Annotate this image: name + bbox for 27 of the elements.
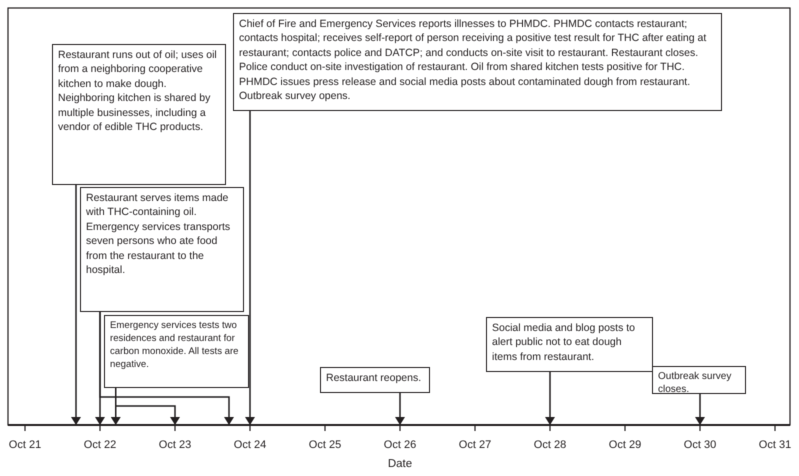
tick-label: Oct 29 bbox=[608, 439, 642, 451]
arrow bbox=[395, 393, 405, 425]
event-box: Chief of Fire and Emergency Services reports illnesses to PHMDC. PHMDC contacts restaurant; contacts hospital; receives self-report of person receiving a positive test result for THC after eating at restaurant; contacts police and DATCP; and conducts on-site visit to restaurant. Restaurant closes. Police conduct on-site investigation of restaurant. Oil from shared kitchen tests positive for THC. PHMDC issues press release and social media posts about contaminated dough from restaurant. Outbreak survey opens. bbox=[233, 13, 722, 111]
tick-label: Oct 25 bbox=[308, 439, 342, 451]
tick-label: Oct 28 bbox=[532, 439, 568, 451]
arrow bbox=[99, 312, 234, 425]
tick-label: Oct 21 bbox=[8, 439, 42, 451]
event-box: Restaurant serves items made with THC-containing oil. Emergency services transports seven persons who ate food from the restaurant to the hospital. bbox=[80, 187, 244, 312]
tick-label: Oct 26 bbox=[382, 439, 418, 451]
arrow bbox=[695, 394, 705, 425]
arrow bbox=[545, 372, 555, 425]
event-box: Outbreak survey closes. bbox=[652, 366, 746, 394]
axis-title: Date bbox=[386, 458, 414, 470]
arrow bbox=[245, 111, 255, 425]
event-box: Restaurant reopens. bbox=[320, 367, 430, 393]
event-box: Social media and blog posts to alert public not to eat dough items from restaurant. bbox=[486, 317, 653, 372]
tick-label: Oct 31 bbox=[758, 439, 792, 451]
tick-label: Oct 30 bbox=[682, 439, 718, 451]
arrow bbox=[71, 185, 81, 425]
event-box: Restaurant runs out of oil; uses oil from a neighboring cooperative kitchen to make dough. Neighboring kitchen is shared by multiple businesses, including a vendor of edible THC products. bbox=[52, 44, 226, 185]
event-box: Emergency services tests two residences and restaurant for carbon monoxide. All tests are negative. bbox=[104, 315, 249, 388]
arrow bbox=[115, 388, 180, 425]
timeline-axis bbox=[8, 424, 790, 426]
tick-label: Oct 23 bbox=[158, 439, 192, 451]
tick-label: Oct 24 bbox=[232, 439, 268, 451]
tick-label: Oct 27 bbox=[458, 439, 492, 451]
tick-label: Oct 22 bbox=[82, 439, 118, 451]
